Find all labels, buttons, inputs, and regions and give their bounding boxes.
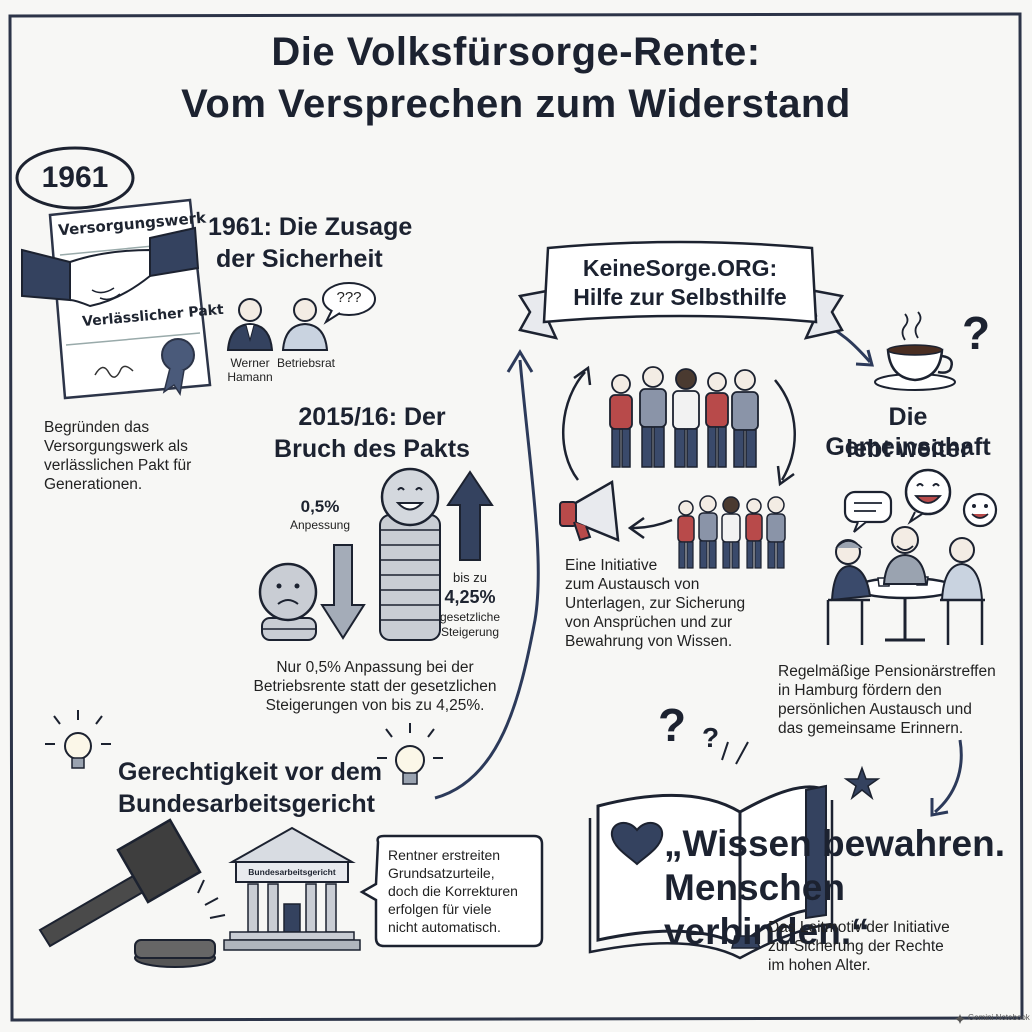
text-gemeinschaft-line-4: das gemeinsame Erinnern. (778, 720, 964, 737)
question-speech-bubble (322, 282, 376, 316)
person-2-name: Betriebsrat (276, 356, 336, 370)
flow-arrowhead-book (930, 798, 949, 817)
small-group-of-people-icon (677, 495, 786, 569)
text-bruch-line-3: Steigerungen von bis zu 4,25%. (265, 697, 485, 714)
flow-path (434, 359, 540, 800)
text-initiative-line-1: Eine Initiative (565, 557, 658, 574)
smiling-face-bubble (962, 492, 998, 528)
high-label-line-2: Steigerung (440, 625, 500, 639)
quote-line-2: Menschen verbinden.“ (664, 867, 870, 952)
high-prefix: bis zu (453, 570, 487, 585)
text-quote-line-1: Das Leitmotiv der Initiative (768, 919, 950, 936)
text-initiative-line-4: von Ansprüchen und zur (565, 614, 733, 631)
happy-coin-stack-icon (379, 467, 441, 641)
person-1-name-line-2: Hamann (227, 370, 273, 384)
banner-ribbon (517, 240, 845, 340)
cycle-arrow-bottom (631, 518, 673, 530)
text-1961-line-2: Versorgungswerk als (44, 438, 188, 455)
flow-arrowhead-cup (855, 349, 874, 367)
heading-gemeinschaft-line-1: Die Gemeinschaft (825, 403, 991, 461)
person-werner-hamann-icon (226, 298, 274, 351)
text-initiative-line-2: zum Austausch von (565, 576, 700, 593)
laughing-face-bubble (904, 468, 952, 525)
handshake-icon (21, 226, 200, 308)
coffee-cup-icon (874, 311, 956, 391)
court-speech-bubble (359, 834, 544, 948)
heading-court-line-1: Gerechtigkeit vor dem (118, 758, 382, 786)
text-quote-line-3: im hohen Alter. (768, 957, 871, 974)
court-bubble-line-2: Grundsatzurteile, (388, 865, 495, 881)
heading-1961-line-1: 1961: Die Zusage (208, 213, 413, 241)
text-initiative-line-3: Unterlagen, zur Sicherung (565, 595, 746, 612)
year-badge: 1961 (41, 161, 109, 194)
heading-1961-line-2: der Sicherheit (216, 245, 383, 273)
title-line-1: Die Volksfürsorge-Rente: (271, 30, 761, 74)
up-arrow-icon (446, 470, 494, 561)
gavel-icon (38, 818, 226, 968)
cycle-arrow-left (562, 371, 586, 481)
cycle-arrow-right (774, 379, 796, 481)
court-bubble-line-3: doch die Korrekturen (388, 883, 518, 899)
heading-gemeinschaft-line-2: lebt weiter (846, 435, 970, 463)
lightbulb-icon-left (45, 710, 111, 769)
text-bruch-line-1: Nur 0,5% Anpassung bei der (276, 659, 474, 676)
chat-bubble-icon (843, 490, 893, 533)
question-mark-icon: ? (962, 307, 991, 359)
heading-court-line-2: Bundesarbeitsgericht (118, 790, 376, 818)
high-value: 4,25% (444, 587, 496, 607)
down-arrow-icon (320, 544, 366, 640)
lightbulb-icon-right (377, 723, 443, 785)
court-building-icon (223, 826, 361, 951)
small-question-mark-icon: ? (702, 722, 720, 753)
watermark-text: Gemini Notebook (968, 1013, 1030, 1022)
low-label: Anpessung (289, 518, 351, 532)
big-question-mark-icon: ? (658, 699, 687, 751)
court-bubble-line-4: erfolgen für viele (388, 901, 492, 917)
banner-line-1: KeineSorge.ORG: (582, 255, 778, 281)
banner-line-2: Hilfe zur Selbsthilfe (573, 284, 787, 310)
idea-spark-lines (721, 741, 749, 765)
text-1961-line-1: Begründen das (44, 419, 150, 436)
pensioners-at-table-icon (826, 526, 985, 645)
gemini-logo-icon (955, 1014, 965, 1024)
megaphone-icon (559, 479, 620, 542)
court-bubble-line-1: Rentner erstreiten (388, 847, 501, 863)
text-bruch-line-2: Betriebsrente statt der gesetzlichen (253, 678, 497, 695)
low-value: 0,5% (300, 497, 340, 516)
quote-line-1: „Wissen bewahren. (664, 823, 1005, 864)
court-building-label: Bundesarbeitsgericht (248, 867, 336, 877)
heading-bruch-line-1: 2015/16: Der (298, 403, 446, 431)
heart-icon (610, 821, 664, 866)
person-betriebsrat-icon (281, 298, 329, 351)
text-initiative-line-5: Bewahrung von Wissen. (565, 633, 733, 650)
person-1-name-line-1: Werner (230, 356, 270, 370)
sad-coin-stack-icon (258, 562, 318, 641)
outer-border (8, 12, 1024, 1022)
heading-bruch-line-2: Bruch des Pakts (274, 435, 470, 463)
high-label-line-1: gesetzliche (439, 610, 501, 624)
text-gemeinschaft-line-3: persönlichen Austausch und (778, 701, 972, 718)
text-1961-line-3: verlässlichen Pakt für (44, 457, 192, 474)
flow-arrow-to-book (934, 739, 963, 814)
year-badge-circle (15, 146, 135, 210)
star-icon (843, 765, 881, 801)
flow-arrowhead (506, 349, 534, 373)
text-gemeinschaft-line-2: in Hamburg fördern den (778, 682, 942, 699)
title-line-2: Vom Versprechen zum Widerstand (181, 82, 851, 126)
text-1961-line-4: Generationen. (44, 476, 143, 493)
court-bubble-line-5: nicht automatisch. (388, 919, 501, 935)
text-gemeinschaft-line-1: Regelmäßige Pensionärstreffen (778, 663, 996, 680)
text-quote-line-2: zur Sicherung der Rechte (768, 938, 944, 955)
question-marks: ??? (336, 289, 362, 306)
group-of-people-icon (609, 366, 759, 468)
